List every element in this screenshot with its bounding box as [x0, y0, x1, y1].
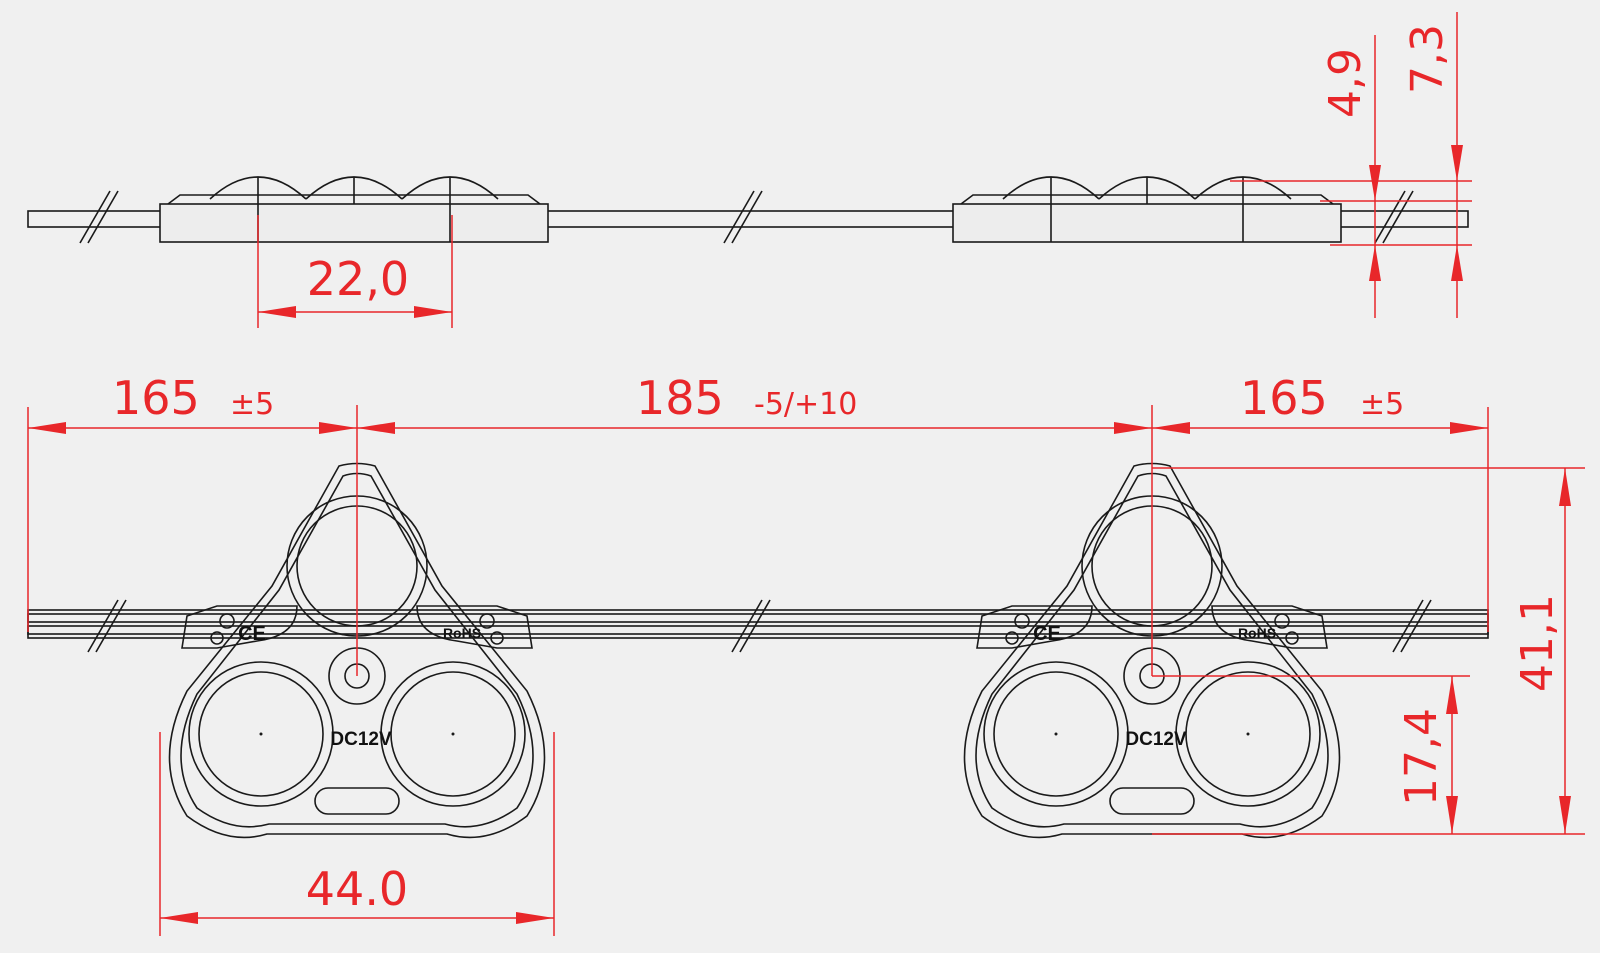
- dim-spacing: 185: [636, 371, 724, 425]
- voltage-label: DC12V: [1125, 729, 1187, 750]
- voltage-label: DC12V: [330, 729, 392, 750]
- dim-lead-left: 165: [112, 371, 200, 425]
- module-side-left: [159, 176, 549, 243]
- ce-mark: CE: [238, 623, 266, 645]
- dim-module-width: 44.0: [306, 862, 408, 916]
- break-mark: [79, 190, 119, 244]
- ce-mark: CE: [1033, 623, 1061, 645]
- rohs-label: RoHS: [1238, 625, 1276, 641]
- module-side-right: [952, 176, 1342, 243]
- dim-lead-right: 165: [1240, 371, 1328, 425]
- dim-module-height: 41,1: [1512, 594, 1563, 692]
- side-view: 22,0 4,9 7,3: [27, 12, 1472, 328]
- dim-hole-offset: 17,4: [1396, 708, 1447, 806]
- dim-spacing-tol: -5/+10: [754, 387, 857, 422]
- break-mark: [1374, 190, 1414, 244]
- break-mark: [723, 190, 763, 244]
- dim-lead-left-tol: ±5: [230, 387, 274, 422]
- dim-lead-right-tol: ±5: [1360, 387, 1404, 422]
- dim-total-height: 7,3: [1402, 24, 1453, 94]
- rohs-label: RoHS: [443, 625, 481, 641]
- dim-lens-height: 4,9: [1320, 48, 1371, 118]
- top-view: DC12V DC12V RoHS RoHS CE CE 165 ±5 185 -…: [27, 371, 1585, 936]
- wire-side: [27, 210, 1469, 228]
- dim-lens-pitch: 22,0: [307, 252, 409, 306]
